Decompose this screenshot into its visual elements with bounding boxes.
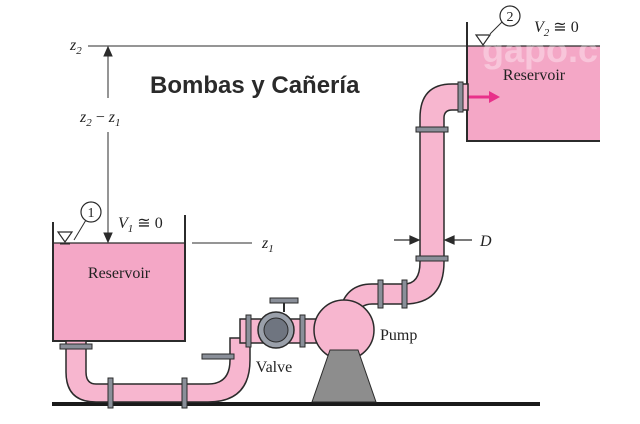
gate-valve: Valve xyxy=(256,297,299,376)
flange xyxy=(415,255,449,262)
upper-reservoir-label: Reservoir xyxy=(503,67,566,84)
lower-pipe-run xyxy=(65,337,251,403)
point2-label: 2 xyxy=(507,10,514,25)
lower-reservoir-walls xyxy=(52,215,186,342)
pump-label: Pump xyxy=(380,327,417,344)
flange xyxy=(415,126,449,133)
valve-handwheel xyxy=(269,297,299,304)
diameter-label: D xyxy=(479,233,492,250)
v1-label: V1 ≅ 0 xyxy=(118,215,163,235)
lower-reservoir-water xyxy=(54,243,185,340)
diagram-title: Bombas y Cañería xyxy=(150,72,360,99)
free-surface-symbol-1 xyxy=(56,231,74,244)
upper-reservoir: Reservoir xyxy=(458,22,600,142)
flange xyxy=(201,353,235,360)
free-surface-symbol-2 xyxy=(474,34,492,47)
lower-reservoir-label: Reservoir xyxy=(88,265,151,282)
pipe-flanges xyxy=(59,81,464,409)
upper-reservoir-walls xyxy=(466,22,600,142)
watermark: gapo.c xyxy=(482,29,598,70)
flange xyxy=(59,343,93,350)
point1-circle xyxy=(80,201,102,223)
point1-label: 1 xyxy=(88,206,95,221)
pump-base xyxy=(311,349,377,403)
flange xyxy=(457,81,464,113)
point1-leader xyxy=(73,219,87,241)
flange xyxy=(299,314,306,348)
diameter-indicator xyxy=(394,235,472,245)
flange xyxy=(181,377,188,409)
lower-reservoir: Reservoir xyxy=(52,215,186,342)
flange xyxy=(377,279,384,309)
elevation-difference-label: z2 − z1 xyxy=(79,109,121,129)
elevation-difference-arrow xyxy=(103,45,113,244)
valve-inner xyxy=(263,317,289,343)
flow-arrow-head xyxy=(489,91,500,103)
valve-label: Valve xyxy=(256,359,292,376)
z2-label: z2 xyxy=(69,37,82,57)
v2-label: V2 ≅ 0 xyxy=(534,19,579,39)
point2-leader xyxy=(489,21,503,35)
flange xyxy=(245,314,252,348)
z1-label: z1 xyxy=(261,235,274,255)
flange xyxy=(401,279,408,309)
flange xyxy=(107,377,114,409)
point2-circle xyxy=(499,5,521,27)
